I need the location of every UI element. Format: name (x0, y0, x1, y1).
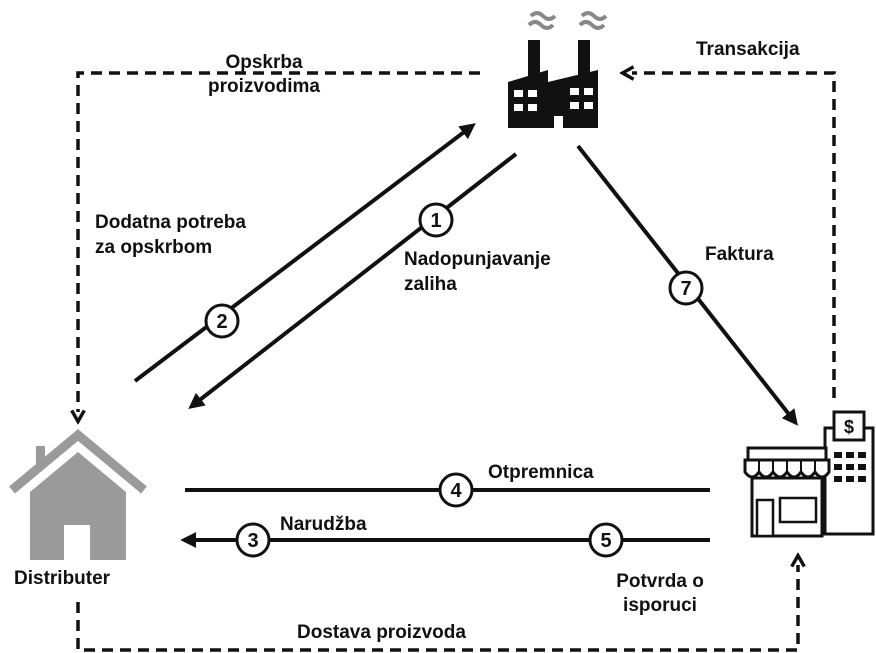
label-opskrba-line2: proizvodima (208, 76, 320, 97)
label-narudzba: Narudžba (280, 514, 367, 535)
label-opskrba-line1: Opskrba (225, 52, 303, 73)
label-nadopunjavanje-line1: Nadopunjavanje (404, 249, 551, 270)
label-nadopunjavanje-line2: zaliha (404, 274, 457, 295)
label-potvrda-line1: Potvrda o (616, 571, 704, 592)
label-dodatna-line2: za opskrbom (95, 237, 212, 258)
step-4-number: 4 (450, 480, 462, 502)
label-dostava: Dostava proizvoda (297, 622, 466, 643)
house-icon (9, 429, 147, 560)
factory-icon (508, 11, 608, 128)
step-3-badge: 3 (235, 522, 271, 558)
label-otpremnica: Otpremnica (488, 462, 594, 483)
arrow-nadopunjavanje (188, 152, 518, 409)
dollar-sign: $ (844, 417, 854, 437)
step-7-badge: 7 (668, 270, 704, 306)
step-5-badge: 5 (588, 522, 624, 558)
label-potvrda-line2: isporuci (623, 595, 697, 616)
step-5-number: 5 (600, 530, 611, 552)
step-2-number: 2 (216, 311, 227, 333)
store-icon: $ (743, 410, 875, 538)
arrow-dostava (76, 565, 798, 652)
step-7-number: 7 (680, 278, 691, 300)
arrow-transakcija (632, 73, 836, 398)
step-2-badge: 2 (204, 303, 240, 339)
arrow-opskrba (78, 71, 480, 412)
node-distributer: Distributer (14, 568, 111, 589)
label-transakcija: Transakcija (696, 39, 800, 60)
label-faktura: Faktura (705, 244, 774, 265)
label-dodatna-line1: Dodatna potreba (95, 212, 246, 233)
step-4-badge: 4 (438, 472, 474, 508)
step-1-badge: 1 (418, 202, 454, 238)
arrow-dodatna-potreba (133, 123, 476, 383)
step-1-number: 1 (430, 210, 441, 232)
step-3-number: 3 (247, 530, 258, 552)
